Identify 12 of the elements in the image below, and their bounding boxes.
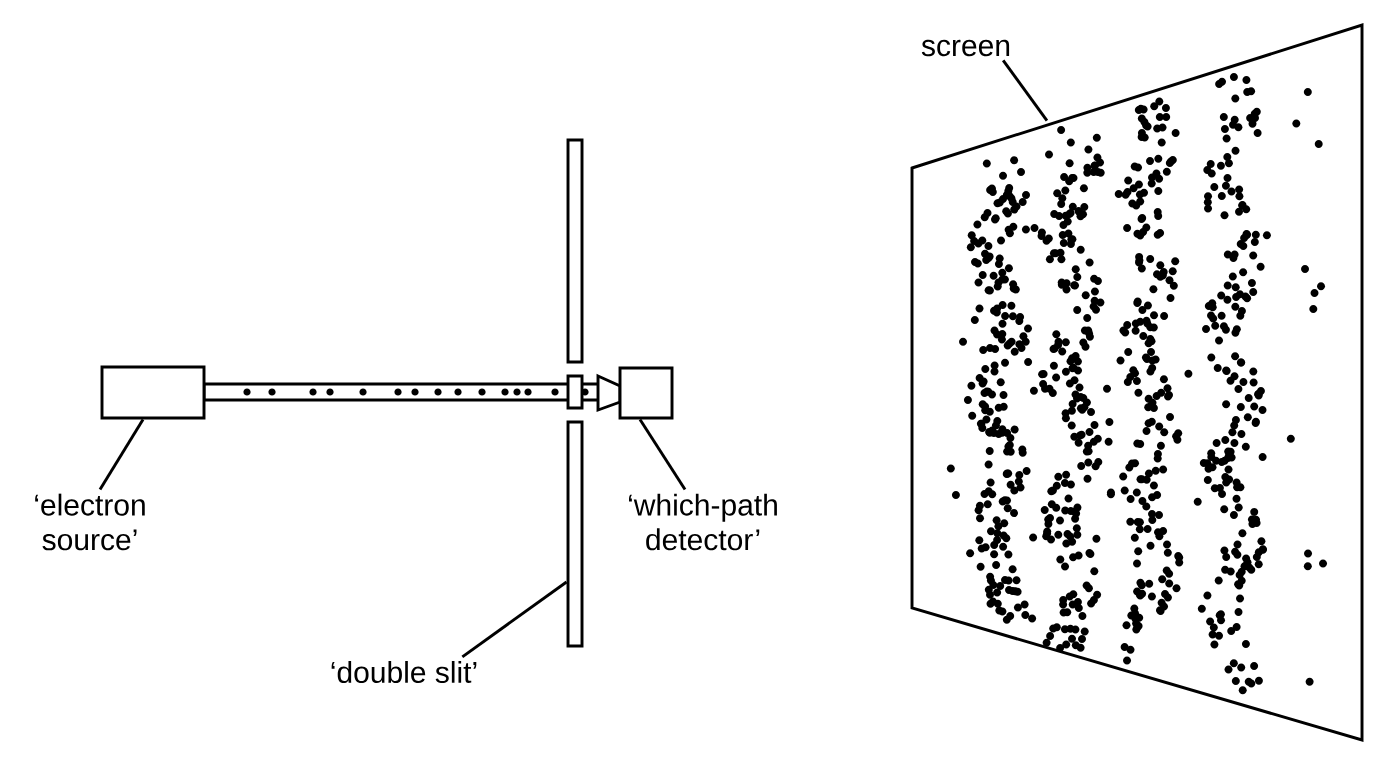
leader-line bbox=[98, 418, 145, 491]
callout-label: ‘which-path detector’ bbox=[629, 493, 777, 551]
callout-label: screen bbox=[921, 39, 1010, 57]
leader-line bbox=[1002, 59, 1049, 122]
screen bbox=[910, 23, 1364, 742]
slit-bar bbox=[566, 420, 584, 648]
leader-line bbox=[638, 418, 687, 491]
source-box bbox=[100, 365, 206, 420]
leader-line bbox=[461, 580, 568, 659]
detector-box bbox=[618, 366, 674, 420]
callout-label: ‘double slit’ bbox=[331, 661, 477, 684]
callout-label: ‘electron source’ bbox=[35, 493, 145, 551]
